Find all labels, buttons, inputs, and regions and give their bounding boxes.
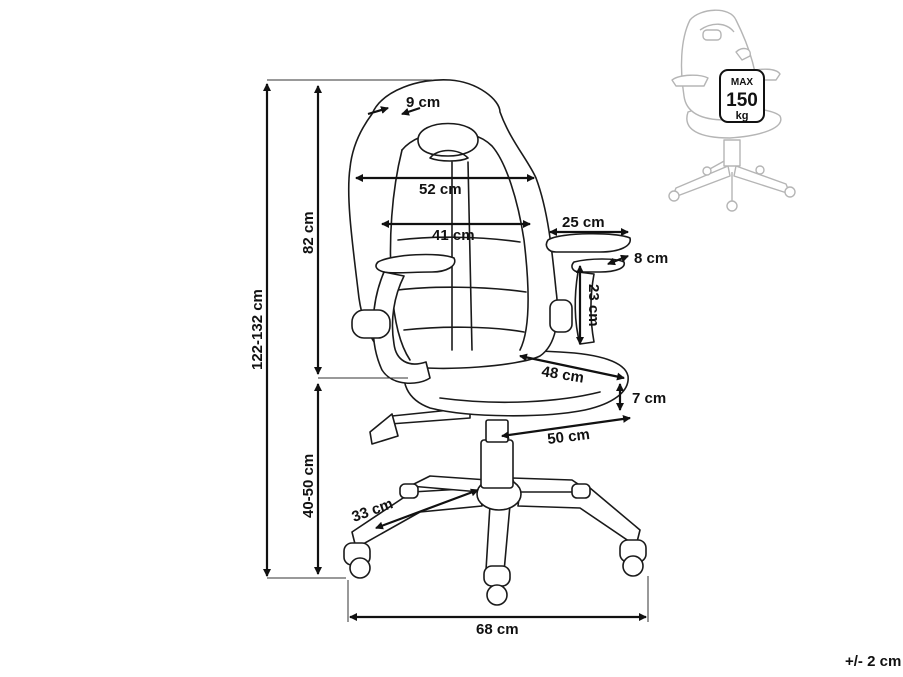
weight-capacity-thumbnail: MAX 150 kg [668, 9, 796, 212]
back-width-lower-label: 41 cm [432, 227, 475, 244]
base-width-label: 68 cm [476, 621, 519, 638]
armrest-height-label: 23 cm [585, 284, 602, 327]
seat-thickness-label: 7 cm [632, 390, 666, 407]
badge-max-label: MAX [731, 77, 754, 88]
badge-weight-value: 150 [726, 90, 758, 111]
backrest-height-label: 82 cm [300, 211, 317, 254]
headrest-gap-label: 9 cm [406, 94, 440, 111]
total-height-label: 122-132 cm [249, 289, 266, 370]
tilt-lever [369, 407, 471, 445]
seat-width-label: 50 cm [546, 426, 590, 448]
chair-drawing [343, 79, 647, 606]
tolerance-note: +/- 2 cm [845, 653, 902, 670]
armrest-length-label: 25 cm [562, 214, 605, 231]
seat-height-label: 40-50 cm [300, 454, 317, 518]
armrest-width-label: 8 cm [634, 250, 668, 267]
dimension-lines [263, 79, 649, 622]
left-armrest [351, 253, 456, 385]
max-weight-badge [719, 69, 765, 123]
gas-cylinder [480, 439, 514, 489]
back-width-upper-label: 52 cm [419, 181, 462, 198]
seat-depth-label: 48 cm [540, 363, 585, 386]
badge-unit-label: kg [736, 110, 749, 122]
